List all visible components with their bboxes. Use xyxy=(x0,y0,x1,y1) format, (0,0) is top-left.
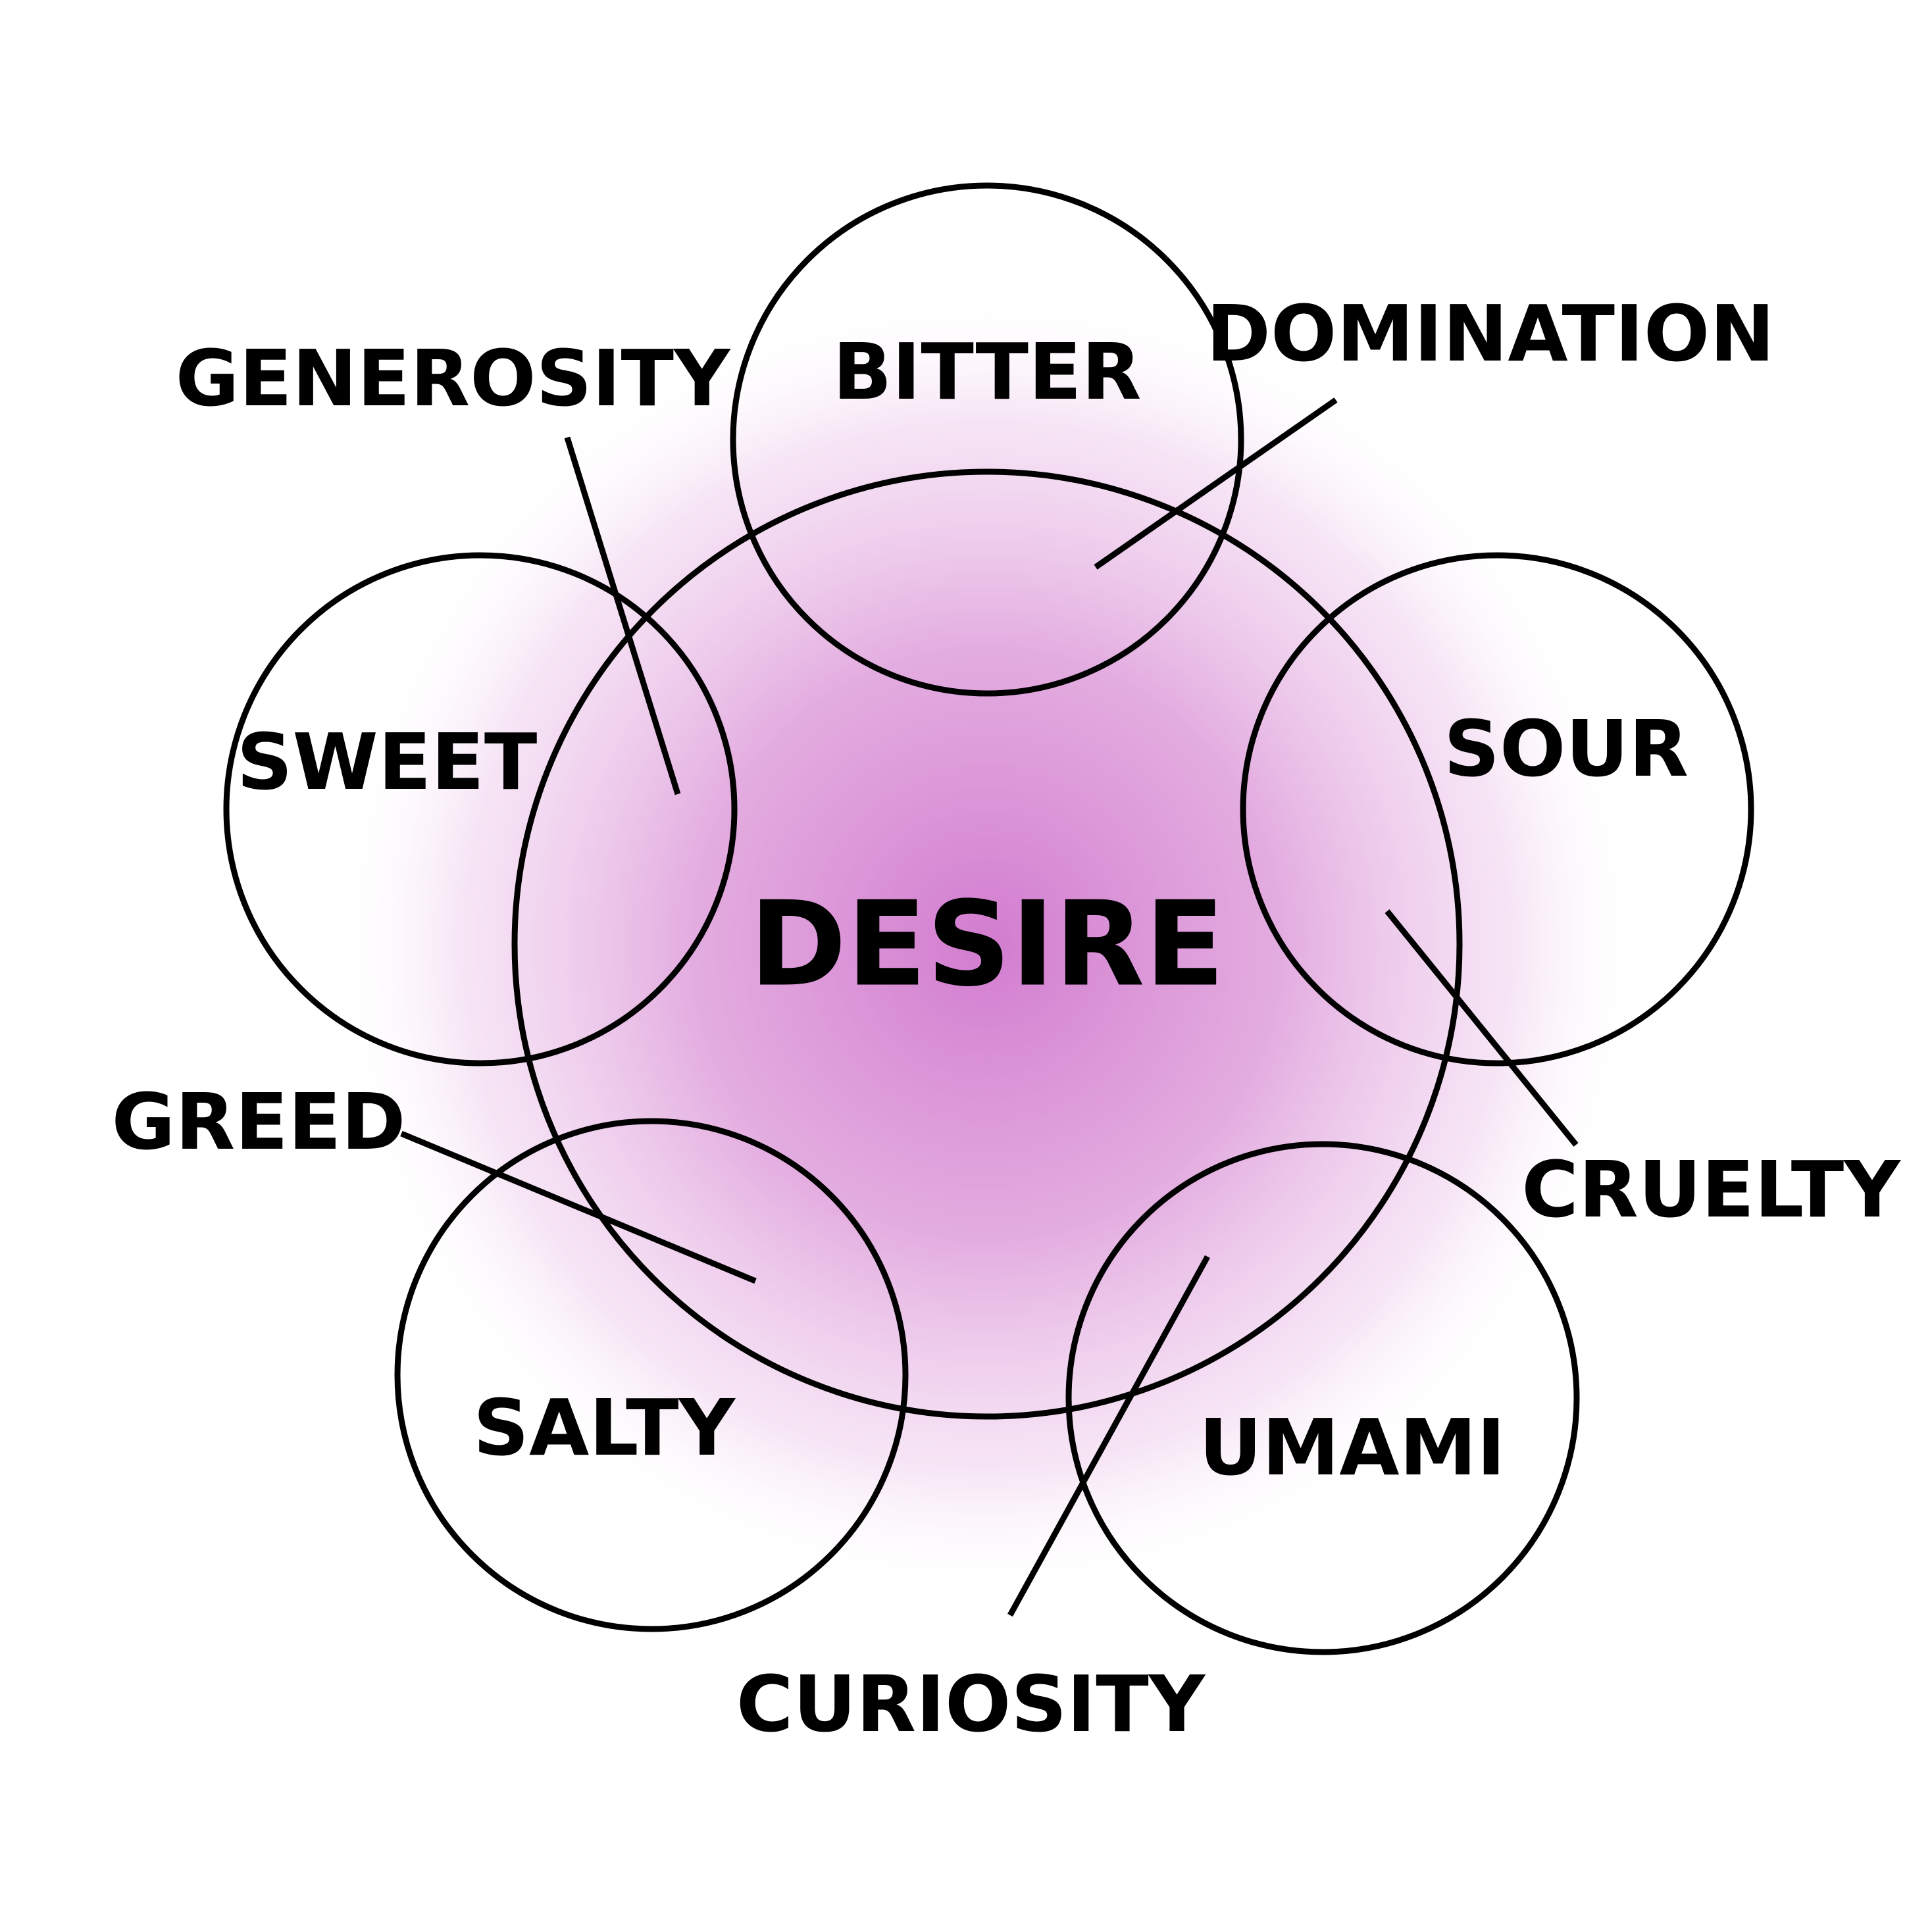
salty-circle xyxy=(394,1118,909,1632)
desire-label: DESIRE xyxy=(750,876,1225,1013)
bitter-label: BITTER xyxy=(832,326,1141,417)
domination-label: DOMINATION xyxy=(1206,288,1775,379)
greed-label: GREED xyxy=(112,1076,406,1167)
sweet-label: SWEET xyxy=(237,716,538,807)
umami-circle xyxy=(1065,1141,1580,1655)
curiosity-arrow xyxy=(1007,1255,1210,1617)
bitter-circle xyxy=(730,182,1244,697)
curiosity-label: CURIOSITY xyxy=(736,1659,1206,1749)
desire-glow xyxy=(329,286,1645,1602)
desire-circle xyxy=(511,468,1463,1420)
generosity-label: GENEROSITY xyxy=(176,333,731,424)
sweet-circle xyxy=(223,552,738,1066)
greed-arrow xyxy=(400,1130,757,1284)
cruelty-label: CRUELTY xyxy=(1521,1144,1901,1235)
salty-label: SALTY xyxy=(473,1382,736,1473)
cruelty-arrow xyxy=(1385,909,1579,1147)
umami-label: UMAMI xyxy=(1199,1402,1506,1493)
sour-label: SOUR xyxy=(1444,703,1689,794)
domination-arrow xyxy=(1094,397,1338,570)
sour-circle xyxy=(1240,552,1754,1066)
generosity-arrow xyxy=(564,436,681,795)
